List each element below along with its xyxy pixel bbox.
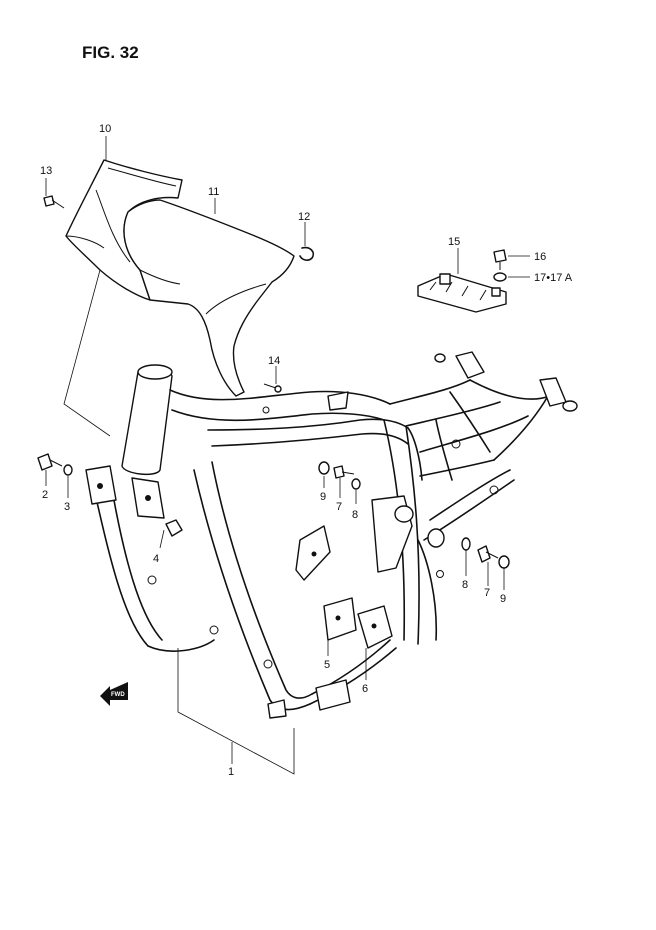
part-label-15: 15 bbox=[448, 236, 460, 248]
part-label-3: 3 bbox=[64, 501, 70, 513]
part-label-1: 1 bbox=[228, 766, 234, 778]
leader-lines bbox=[45, 136, 530, 775]
forward-direction-badge: FWD bbox=[100, 682, 128, 706]
part-label-12: 12 bbox=[298, 211, 310, 223]
part-label-10: 10 bbox=[99, 123, 111, 135]
part-label-7b: 7 bbox=[484, 587, 490, 599]
figure-title: FIG. 32 bbox=[82, 43, 139, 62]
part-label-9a: 9 bbox=[320, 491, 326, 503]
part-label-9b: 9 bbox=[500, 593, 506, 605]
part-label-2: 2 bbox=[42, 489, 48, 501]
part-labels: 1 2 3 4 5 6 7 7 8 8 9 9 10 11 12 13 14 1… bbox=[40, 123, 573, 778]
part-label-11: 11 bbox=[208, 186, 219, 198]
main-frame bbox=[85, 351, 578, 719]
part-label-8a: 8 bbox=[352, 509, 358, 521]
fasteners bbox=[37, 195, 510, 569]
front-cover bbox=[123, 199, 295, 397]
part-label-7a: 7 bbox=[336, 501, 342, 513]
part-label-8b: 8 bbox=[462, 579, 468, 591]
part-label-13: 13 bbox=[40, 165, 52, 177]
part-label-5: 5 bbox=[324, 659, 330, 671]
part-label-6: 6 bbox=[362, 683, 368, 695]
part-label-16: 16 bbox=[534, 251, 546, 263]
part-label-4: 4 bbox=[153, 553, 159, 565]
part-label-14: 14 bbox=[268, 355, 280, 367]
rear-bracket bbox=[417, 273, 507, 313]
part-label-17-17a: 17•17 A bbox=[534, 272, 573, 284]
fwd-label: FWD bbox=[111, 692, 125, 698]
